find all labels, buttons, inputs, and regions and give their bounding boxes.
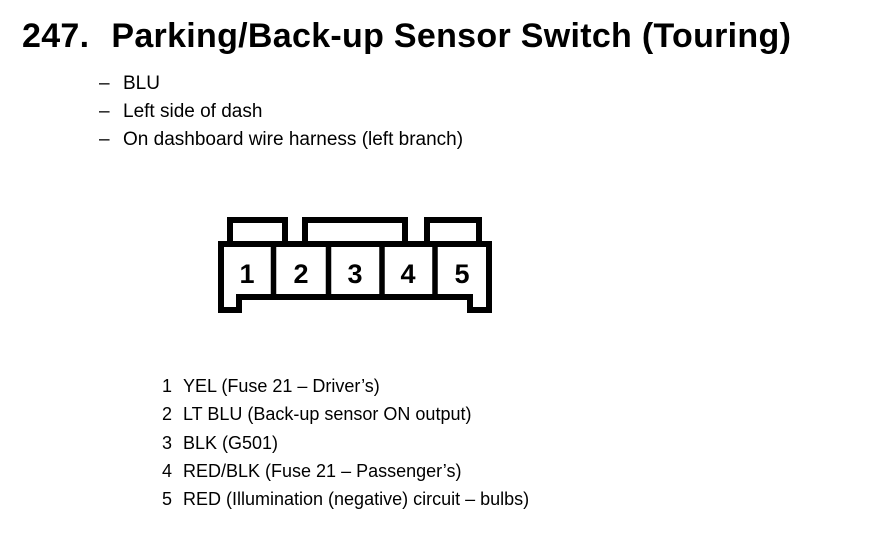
pin-legend-number: 2 [161, 404, 172, 425]
connector-pin-label: 2 [293, 259, 308, 289]
pin-legend-row: 5 RED (Illumination (negative) circuit –… [158, 485, 529, 513]
pin-legend-row: 3 BLK (G501) [158, 429, 529, 457]
pin-legend: 1 YEL (Fuse 21 – Driver’s) 2 LT BLU (Bac… [158, 372, 529, 513]
connector-tab-right [424, 217, 482, 247]
connector-body [218, 241, 492, 313]
note-item: – Left side of dash [99, 98, 463, 126]
pin-legend-description: YEL (Fuse 21 – Driver’s) [183, 376, 380, 396]
note-item: – On dashboard wire harness (left branch… [99, 126, 463, 154]
title-text: Parking/Back-up Sensor Switch (Touring) [111, 17, 792, 55]
connector-pin-label: 3 [347, 259, 362, 289]
item-number: 247. [22, 17, 90, 55]
page-title: 247. Parking/Back-up Sensor Switch (Tour… [22, 17, 792, 55]
pin-legend-number: 3 [161, 432, 172, 453]
connector-pin-label: 4 [400, 259, 415, 289]
pin-legend-description: RED (Illumination (negative) circuit – b… [183, 489, 530, 510]
note-text: BLU [123, 73, 160, 94]
pin-legend-number: 5 [161, 489, 172, 510]
pin-legend-row: 4 RED/BLK (Fuse 21 – Passenger’s) [158, 457, 529, 485]
note-dash: – [99, 73, 110, 94]
notes-list: – BLU – Left side of dash – On dashboard… [99, 70, 463, 154]
connector-tab-middle [302, 217, 408, 247]
note-text: On dashboard wire harness (left branch) [123, 129, 464, 150]
pin-legend-description: RED/BLK (Fuse 21 – Passenger’s) [183, 460, 462, 481]
pin-legend-description: LT BLU (Back-up sensor ON output) [183, 404, 472, 425]
pin-legend-description: BLK (G501) [183, 432, 279, 453]
note-dash: – [99, 129, 110, 150]
connector-diagram: 1 2 3 4 5 [218, 217, 492, 313]
connector-pin-label: 5 [454, 259, 469, 289]
pin-legend-row: 2 LT BLU (Back-up sensor ON output) [158, 400, 529, 428]
connector-tab-left [227, 217, 288, 247]
note-item: – BLU [99, 70, 463, 98]
note-text: Left side of dash [123, 101, 263, 122]
connector-pin-label: 1 [239, 259, 254, 289]
pin-legend-number: 1 [161, 376, 172, 396]
pin-legend-row: 1 YEL (Fuse 21 – Driver’s) [158, 372, 529, 400]
pin-legend-number: 4 [161, 460, 172, 481]
note-dash: – [99, 101, 110, 122]
